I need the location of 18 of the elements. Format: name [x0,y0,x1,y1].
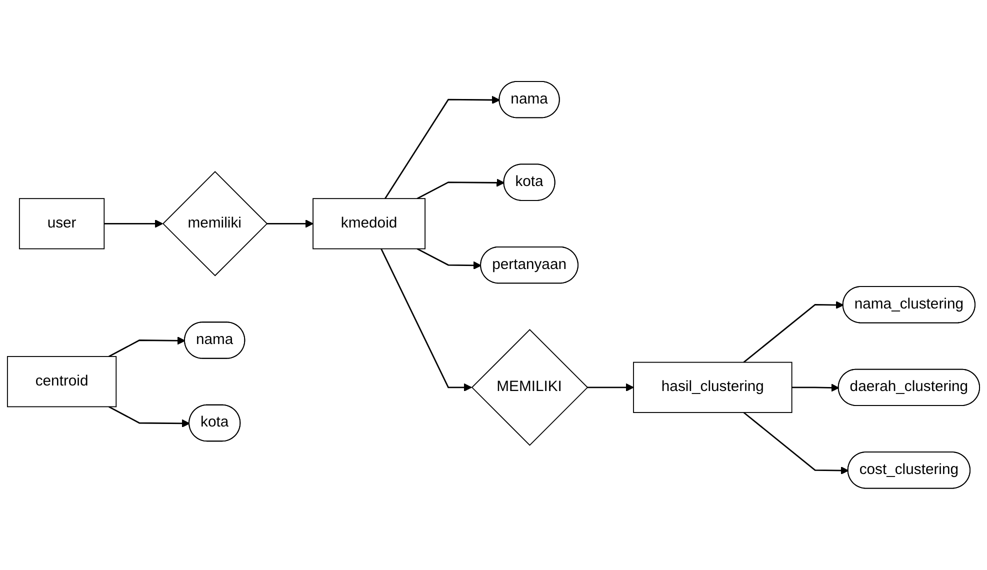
arrow [380,248,472,392]
arrow [587,383,634,392]
node-box: hasil_clustering [633,362,792,414]
arrow [384,96,500,200]
arrow [108,406,190,428]
node-box: centroid [6,356,117,408]
arrow [266,220,314,228]
arrow [104,220,163,228]
arrow [792,384,840,392]
arrow [743,301,844,363]
node-box: kmedoid [312,198,426,250]
node-diamond: MEMILIKI [471,329,588,446]
node-diamond: memiliki [162,171,268,276]
arrow [416,248,482,270]
arrow [108,336,186,358]
arrow [743,412,849,475]
arrow [416,178,505,200]
node-box: user [18,198,105,250]
